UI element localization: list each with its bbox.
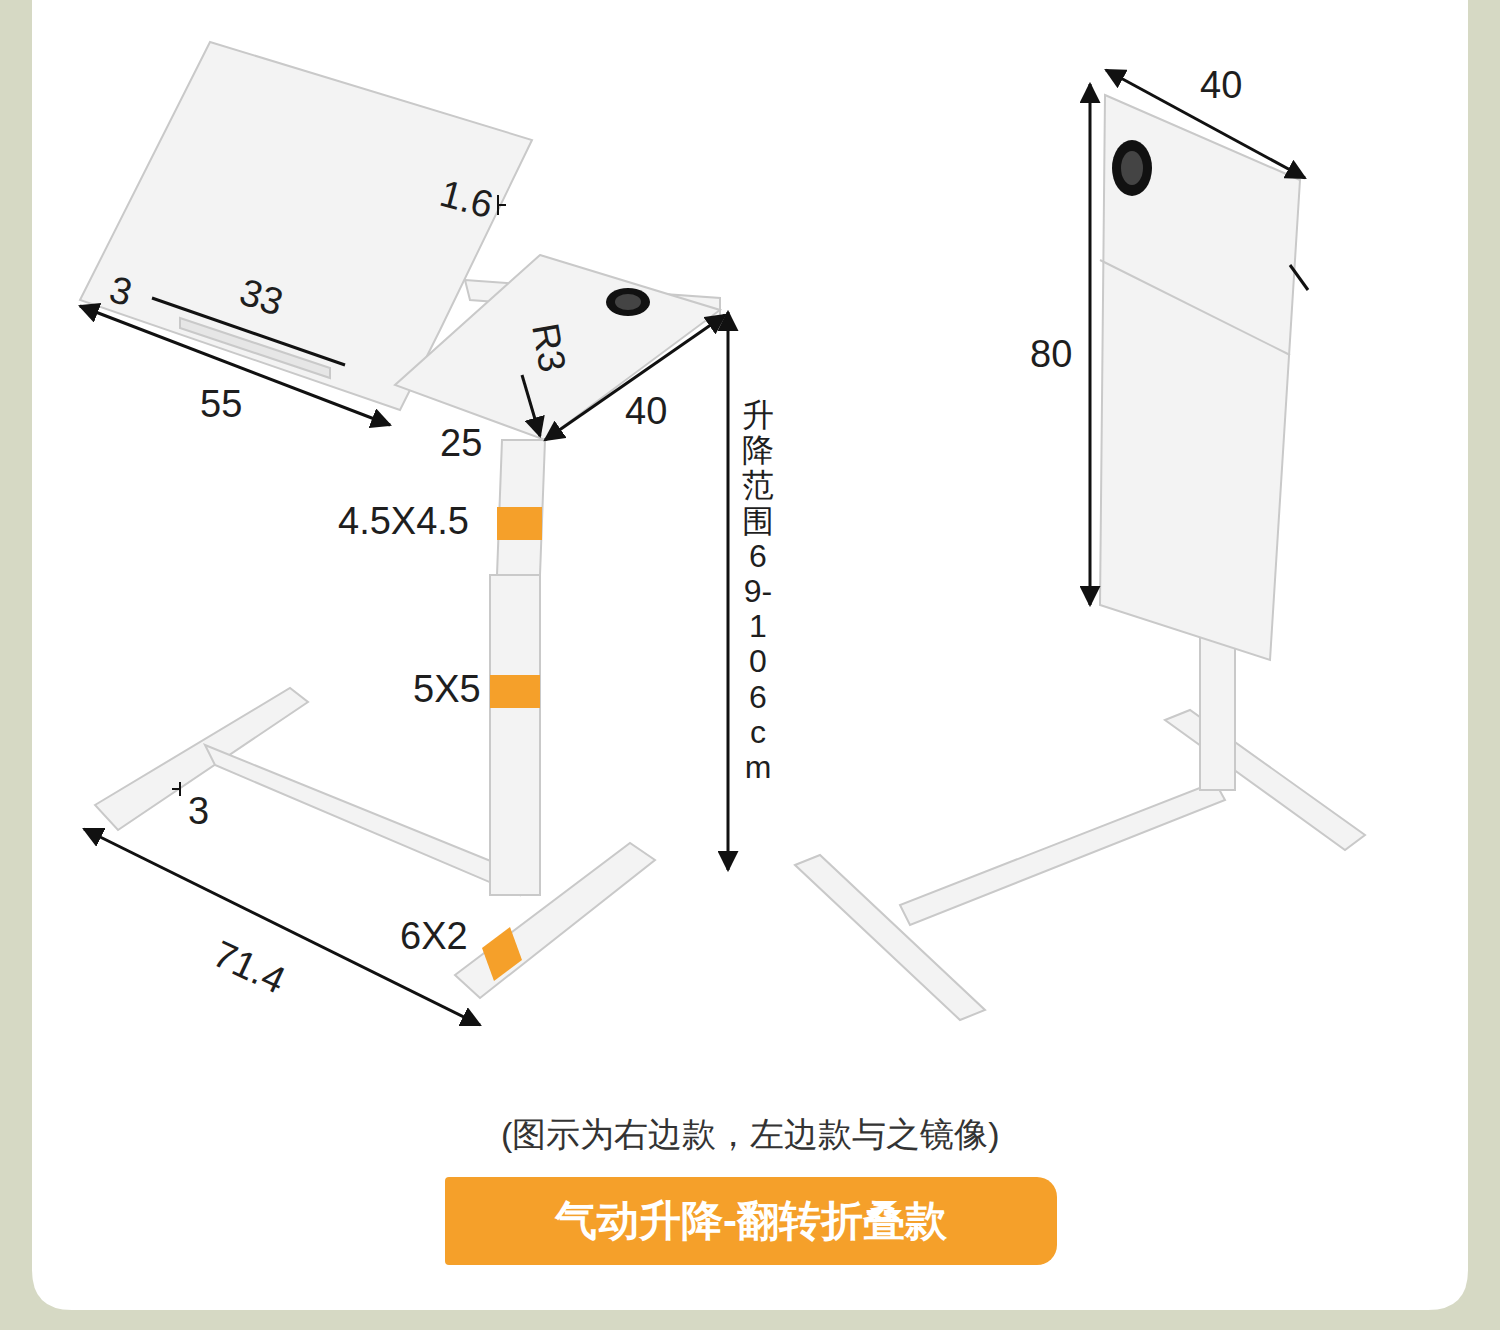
title-banner: 气动升降-翻转折叠款 (445, 1177, 1057, 1265)
dimension-label: R3 (523, 320, 574, 375)
height-range-label: 升降范围 69-106cm (742, 398, 774, 785)
dimension-label: 80 (1030, 333, 1072, 377)
dimension-lines (80, 70, 1305, 1025)
left-table (80, 42, 720, 998)
dimension-label: 25 (440, 422, 482, 466)
caption: (图示为右边款，左边款与之镜像) (501, 1112, 1000, 1158)
dimension-label: 6X2 (400, 915, 468, 959)
dimension-label: 3 (188, 790, 209, 834)
dimension-label: 5X5 (413, 668, 481, 712)
dimension-label: 40 (625, 390, 667, 434)
right-table (795, 95, 1365, 1020)
dimension-label: 40 (1200, 64, 1242, 108)
dimension-label: 55 (200, 383, 242, 427)
dimension-label: 4.5X4.5 (338, 500, 469, 544)
panel (32, 0, 1468, 1310)
banner-text: 气动升降-翻转折叠款 (485, 1193, 1017, 1249)
